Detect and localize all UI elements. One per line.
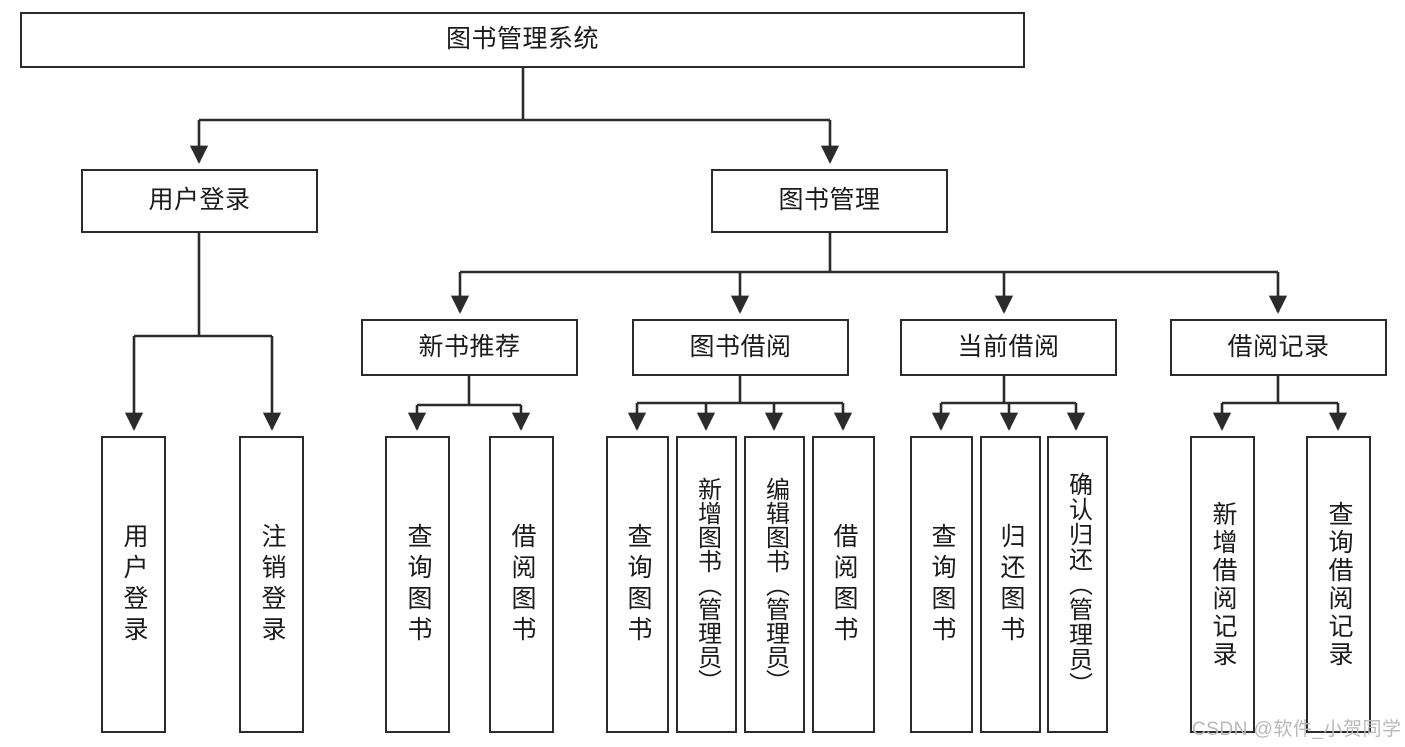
node-book-borrow[interactable]: 图书借阅: [632, 319, 849, 376]
node-book-borrow-label: 图书借阅: [689, 332, 792, 361]
node-current-borrow[interactable]: 当前借阅: [900, 319, 1117, 376]
node-leaf-query-book-1-label: 查询图书: [404, 522, 432, 647]
node-leaf-borrow-book-2[interactable]: 借阅图书: [812, 436, 875, 733]
node-leaf-user-logout-label: 注销登录: [258, 522, 286, 647]
node-leaf-query-book-3-label: 查询图书: [928, 522, 956, 647]
node-leaf-user-login[interactable]: 用户登录: [101, 436, 166, 733]
node-leaf-edit-book[interactable]: 编辑图书（管理员）: [744, 436, 805, 733]
node-root-label: 图书管理系统: [445, 25, 599, 54]
node-leaf-borrow-book-1-label: 借阅图书: [508, 522, 536, 647]
node-new-book-recommend[interactable]: 新书推荐: [361, 319, 578, 376]
node-user-login[interactable]: 用户登录: [81, 169, 318, 233]
node-leaf-add-borrow-record-label: 新增借阅记录: [1209, 500, 1237, 669]
node-current-borrow-label: 当前借阅: [957, 332, 1060, 361]
node-leaf-return-book-label: 归还图书: [997, 522, 1025, 647]
node-leaf-confirm-return-label: 确认归还（管理员）: [1064, 472, 1092, 697]
node-leaf-borrow-book-1[interactable]: 借阅图书: [489, 436, 554, 733]
node-leaf-return-book[interactable]: 归还图书: [980, 436, 1041, 733]
node-borrow-record-label: 借阅记录: [1227, 332, 1330, 361]
node-root[interactable]: 图书管理系统: [20, 12, 1025, 68]
node-leaf-add-borrow-record[interactable]: 新增借阅记录: [1190, 436, 1255, 733]
node-leaf-user-logout[interactable]: 注销登录: [239, 436, 304, 733]
node-leaf-edit-book-label: 编辑图书（管理员）: [761, 476, 789, 693]
node-leaf-borrow-book-2-label: 借阅图书: [830, 522, 858, 647]
node-leaf-confirm-return[interactable]: 确认归还（管理员）: [1047, 436, 1108, 733]
node-leaf-query-borrow-record[interactable]: 查询借阅记录: [1306, 436, 1371, 733]
node-leaf-query-book-1[interactable]: 查询图书: [385, 436, 450, 733]
node-leaf-query-borrow-record-label: 查询借阅记录: [1325, 500, 1353, 669]
node-book-manage[interactable]: 图书管理: [711, 169, 948, 233]
node-leaf-add-book-label: 新增图书（管理员）: [693, 476, 721, 693]
node-leaf-query-book-2[interactable]: 查询图书: [606, 436, 669, 733]
node-leaf-query-book-3[interactable]: 查询图书: [910, 436, 973, 733]
node-new-book-recommend-label: 新书推荐: [418, 332, 521, 361]
node-leaf-query-book-2-label: 查询图书: [624, 522, 652, 647]
csdn-watermark: CSDN @软件_小贺同学: [1192, 719, 1402, 740]
node-leaf-user-login-label: 用户登录: [120, 522, 148, 647]
node-user-login-label: 用户登录: [148, 186, 251, 215]
node-book-manage-label: 图书管理: [778, 186, 881, 215]
node-leaf-add-book[interactable]: 新增图书（管理员）: [676, 436, 737, 733]
node-borrow-record[interactable]: 借阅记录: [1170, 319, 1387, 376]
